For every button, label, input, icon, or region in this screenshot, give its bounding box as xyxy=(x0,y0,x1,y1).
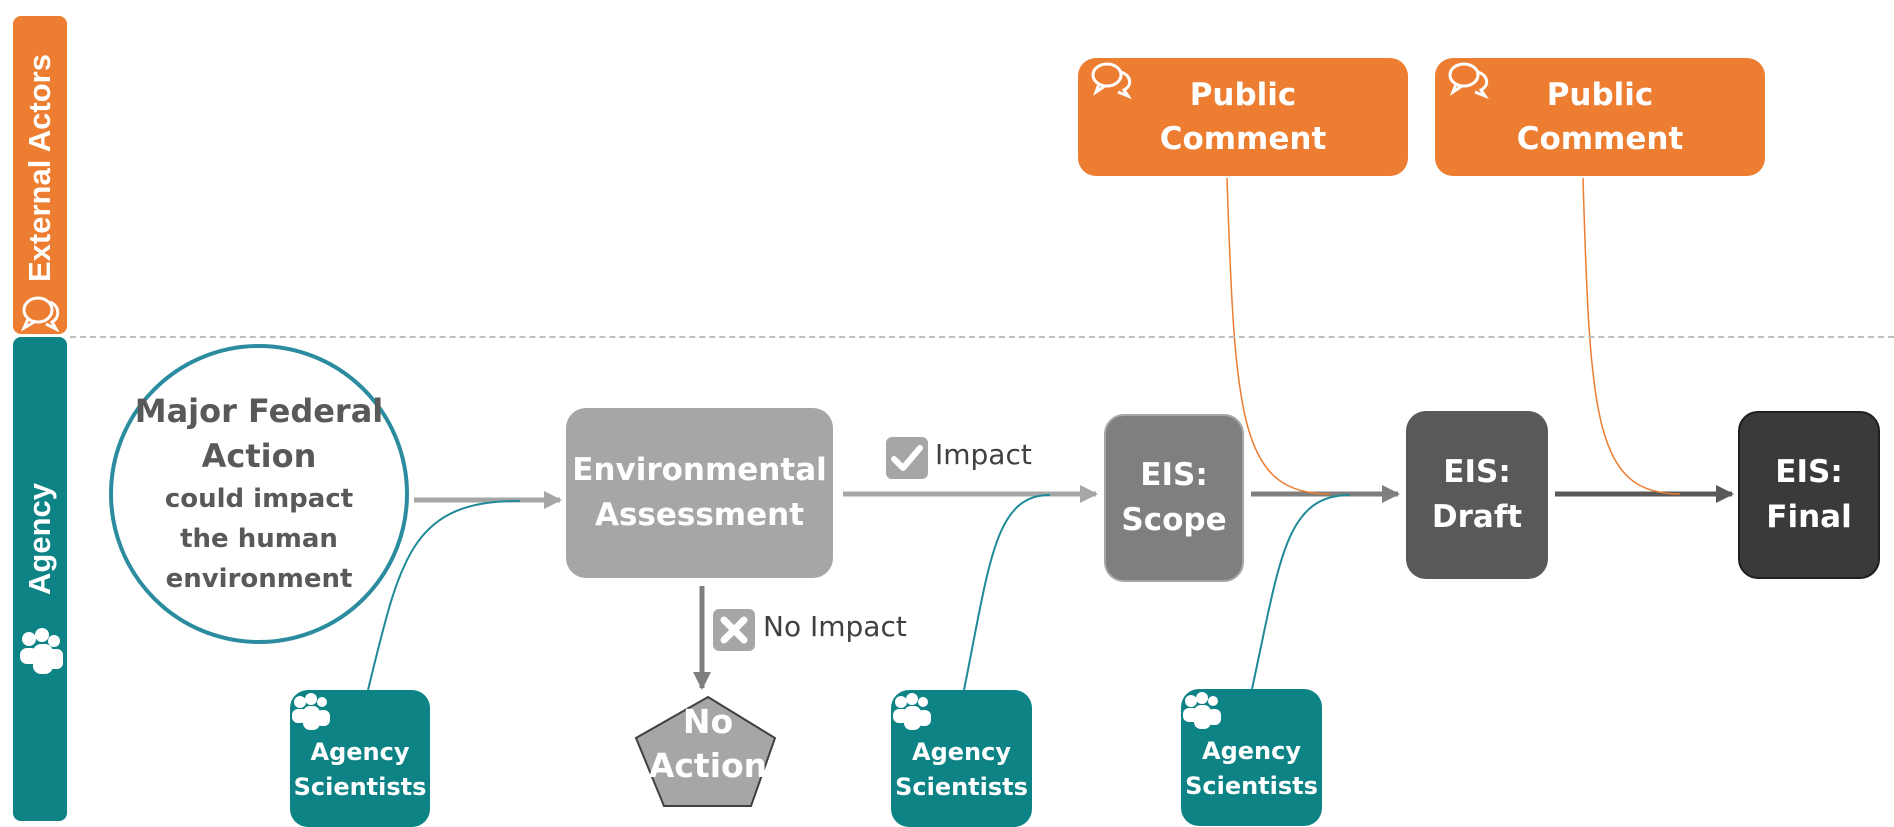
draft-line1: EIS: xyxy=(1443,454,1511,490)
speech-bubble-icon xyxy=(20,296,60,332)
public-comment-line2: Comment xyxy=(1516,121,1684,157)
speech-bubble-icon xyxy=(1091,62,1132,100)
curve-comment-1 xyxy=(1226,177,1331,495)
agency-scientists-1: Agency Scientists xyxy=(290,690,430,827)
public-comment-line2: Comment xyxy=(1159,121,1327,157)
eis-draft-node: EIS: Draft xyxy=(1406,411,1548,579)
ea-line2: Assessment xyxy=(594,497,805,533)
mfa-sub-line3: environment xyxy=(165,564,353,594)
mfa-title-line2: Action xyxy=(201,437,317,475)
lane-separator xyxy=(70,336,1894,338)
scientists-line2: Scientists xyxy=(895,772,1028,801)
scientists-line2: Scientists xyxy=(1185,771,1318,800)
eis-scope-node: EIS: Scope xyxy=(1104,414,1244,582)
eis-final-node: EIS: Final xyxy=(1738,411,1880,579)
major-federal-action-node: Major Federal Action could impact the hu… xyxy=(109,344,409,644)
scientists-line1: Agency xyxy=(912,737,1011,766)
scientists-line2: Scientists xyxy=(293,772,427,801)
mfa-sub-line1: could impact xyxy=(164,484,354,514)
no-action-line2: Action xyxy=(648,746,768,785)
mfa-title-line1: Major Federal xyxy=(134,392,384,430)
scope-line2: Scope xyxy=(1121,502,1227,538)
public-comment-line1: Public xyxy=(1189,77,1297,113)
scientists-line1: Agency xyxy=(310,737,410,766)
curve-comment-2 xyxy=(1582,177,1681,495)
no-action-line1: No xyxy=(682,702,734,741)
people-icon xyxy=(292,693,330,730)
scientists-line1: Agency xyxy=(1202,736,1301,765)
no-action-shape xyxy=(634,695,777,807)
lane-agency: Agency xyxy=(13,337,67,821)
curve-scientists-3 xyxy=(1251,494,1351,690)
people-icon xyxy=(893,693,931,730)
no-action-label: No Action xyxy=(640,700,776,788)
mfa-sub-line2: the human xyxy=(180,524,338,554)
lane-external-actors: External Actors xyxy=(13,16,67,334)
curve-scientists-1 xyxy=(367,499,521,691)
impact-label: Impact xyxy=(935,438,1032,471)
public-comment-1: Public Comment xyxy=(1078,58,1408,176)
draft-line2: Draft xyxy=(1431,499,1523,535)
curve-scientists-2 xyxy=(963,494,1051,691)
x-mark-icon xyxy=(713,609,755,651)
scope-line1: EIS: xyxy=(1140,457,1208,493)
final-line2: Final xyxy=(1766,499,1852,535)
ea-line1: Environmental xyxy=(572,452,827,488)
people-icon xyxy=(1183,692,1221,729)
no-impact-label: No Impact xyxy=(763,610,907,643)
checkmark-icon xyxy=(886,437,928,479)
environmental-assessment-node: Environmental Assessment xyxy=(566,408,833,578)
agency-scientists-3: Agency Scientists xyxy=(1181,689,1322,826)
people-icon xyxy=(20,628,63,674)
public-comment-2: Public Comment xyxy=(1435,58,1765,176)
final-line1: EIS: xyxy=(1775,454,1843,490)
public-comment-line1: Public xyxy=(1546,77,1654,113)
agency-scientists-2: Agency Scientists xyxy=(891,690,1032,827)
speech-bubble-icon xyxy=(1448,62,1489,100)
lane-label-agency: Agency xyxy=(22,483,57,595)
lane-label-external: External Actors xyxy=(22,54,57,282)
